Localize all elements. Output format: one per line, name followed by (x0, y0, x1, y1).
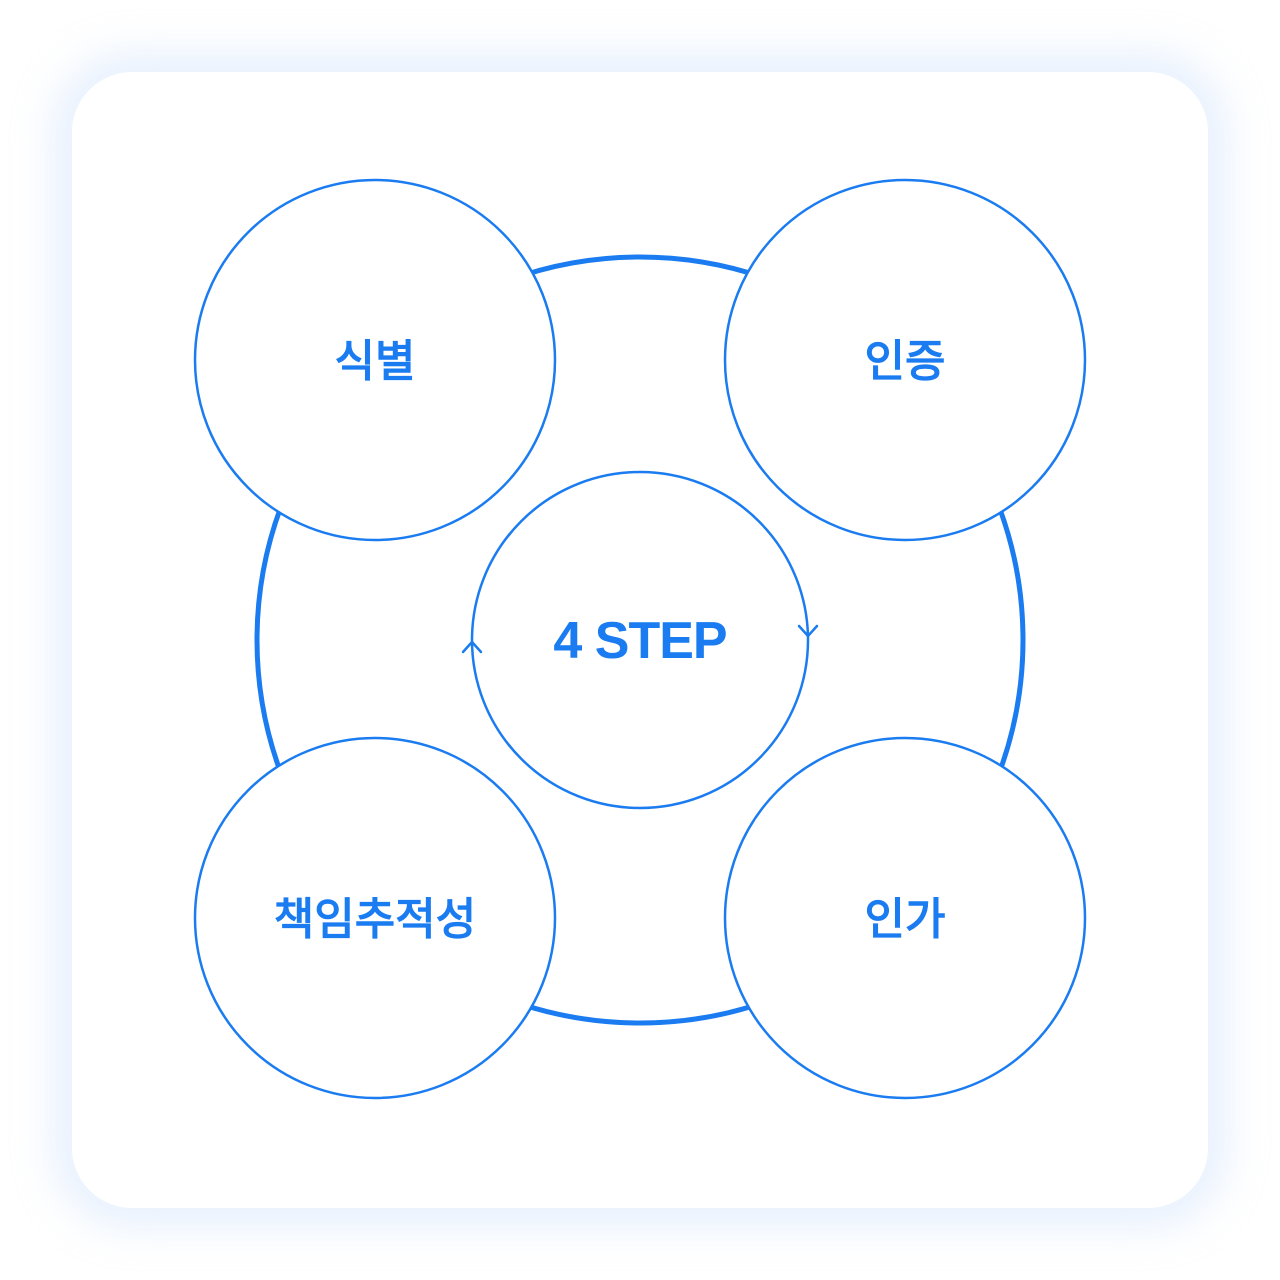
step-label: 식별 (335, 336, 416, 387)
step-label: 인가 (865, 894, 946, 945)
cycle-arrow-down-icon (797, 624, 819, 638)
cycle-arrow-up-icon (461, 640, 483, 654)
step-node-identification: 식별 (193, 178, 557, 542)
step-label: 인증 (865, 336, 946, 387)
step-node-authentication: 인증 (723, 178, 1087, 542)
center-label: 4 STEP (553, 612, 726, 670)
step-label: 책임추적성 (274, 894, 476, 945)
outer-ring (254, 254, 1026, 1026)
step-node-accountability: 책임추적성 (193, 736, 557, 1100)
center-circle (470, 470, 810, 810)
step-node-authorization: 인가 (723, 736, 1087, 1100)
